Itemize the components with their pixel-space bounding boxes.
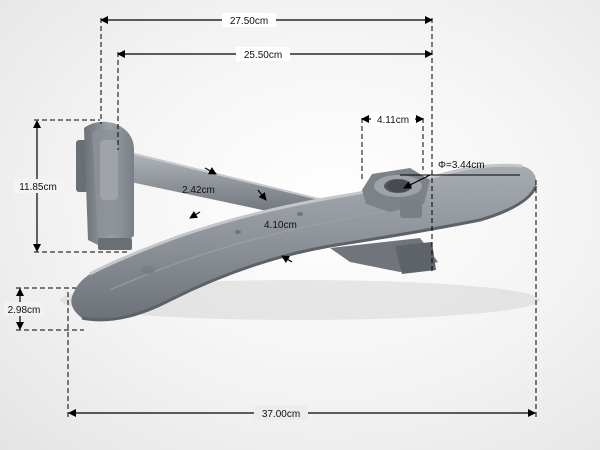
mounting-bracket (76, 121, 134, 250)
label-tube-diameter: 2.42cm (182, 185, 215, 196)
label-bracket-height: 11.85cm (19, 182, 57, 193)
label-overall-length: 37.00cm (262, 409, 300, 420)
label-arm-width: 4.10cm (264, 220, 297, 231)
label-hub-diameter: Φ=3.44cm (438, 160, 485, 171)
label-inner-top-width: 25.50cm (244, 50, 282, 61)
label-overall-top-width: 27.50cm (230, 16, 268, 27)
hub-nozzle (362, 168, 430, 218)
spray-arm-part (60, 121, 540, 322)
dimension-labels: 27.50cm 25.50cm 4.11cm Φ=3.44cm 11.85cm … (4, 13, 485, 420)
label-hub-width: 4.11cm (377, 115, 409, 126)
label-thickness: 2.98cm (8, 305, 41, 316)
